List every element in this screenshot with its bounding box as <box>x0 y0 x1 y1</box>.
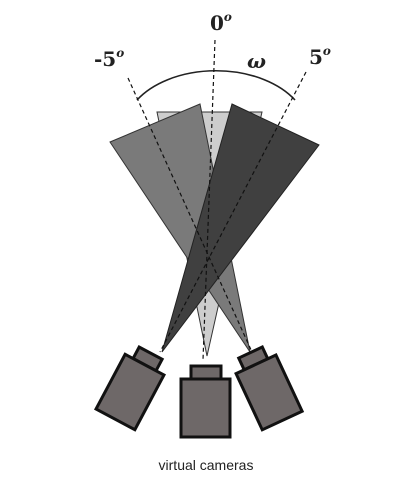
center-angle-label: 0o <box>210 10 232 35</box>
omega-label: ω <box>247 49 266 73</box>
left-camera-body <box>93 352 167 432</box>
center-camera <box>179 364 232 439</box>
left-angle-label: -5o <box>94 46 124 71</box>
center-camera-body <box>179 377 232 439</box>
right-camera-body <box>234 353 305 432</box>
right-frustum <box>161 103 320 353</box>
caption: virtual cameras <box>159 457 254 473</box>
center-axis-line <box>202 39 216 361</box>
right-angle-label: 5o <box>309 44 331 69</box>
left-axis-line <box>127 77 253 353</box>
right-axis-line <box>159 71 307 353</box>
fov-arc <box>136 69 296 101</box>
left-camera <box>93 345 167 432</box>
center-camera-lens <box>189 364 223 381</box>
right-camera <box>234 345 305 432</box>
